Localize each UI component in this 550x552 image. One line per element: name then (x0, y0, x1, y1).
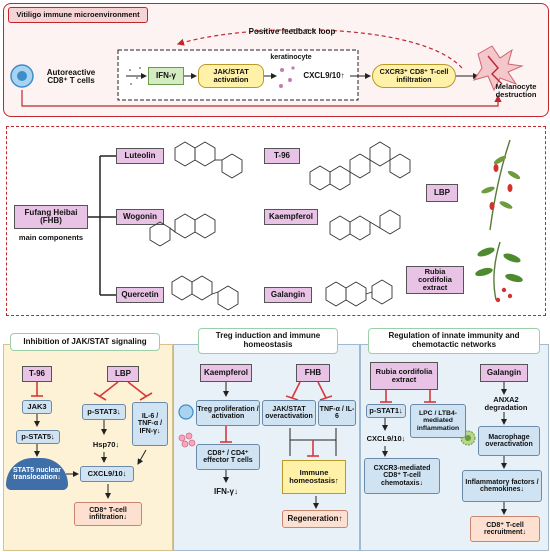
panel1-hsp70: Hsp70↓ (92, 440, 120, 450)
feedback-loop-label: Positive feedback loop (248, 26, 336, 36)
panel2-kaempferol: Kaempferol (200, 364, 252, 382)
panel1-pstat3: p-STAT3↓ (82, 404, 126, 420)
panel3-anxa2: ANXA2 degradation (484, 395, 528, 412)
panel2-treg: Treg proliferation / activation (196, 400, 260, 426)
component-rubia: Rubia cordifolia extract (406, 266, 464, 294)
component-galangin: Galangin (264, 287, 312, 303)
direct-path-arrow (21, 90, 502, 107)
component-lbp: LBP (426, 184, 458, 202)
cd8-cells-label: Autoreactive CD8⁺ T cells (46, 67, 96, 85)
panel3-recruitment: CD8⁺ T-cell recruitment↓ (470, 516, 540, 542)
panel3-cxcl: CXCL9/10↓ (366, 434, 406, 444)
panel1-jak3: JAK3 (22, 400, 52, 414)
chemokine-dots-icon (279, 66, 295, 88)
plant-illustrations (475, 139, 523, 303)
panel1-pstat5: p-STAT5↓ (16, 430, 60, 444)
panel3-rubia: Rubia cordifolia extract (370, 362, 438, 390)
panel2-jakstat: JAK/STAT overactivation (262, 400, 316, 426)
component-luteolin: Luteolin (116, 148, 164, 164)
panel2-tnf: TNF-α / IL-6 (318, 400, 356, 426)
panel3-lpc: LPC / LTB4-mediated inflammation (410, 404, 466, 438)
panel1-il6: IL-6 / TNF-α / IFN-γ↓ (132, 402, 168, 446)
component-kaempferol: Kaempferol (264, 209, 318, 225)
panel2-ifn: IFN-γ↓ (214, 486, 238, 496)
luteolin-structure-icon (174, 141, 243, 179)
molecule-structures (149, 141, 411, 311)
panel3-chemotaxis: CXCR3-mediated CD8⁺ T-cell chemotaxis↓ (364, 458, 440, 494)
panel1-cxcl: CXCL9/10↓ (80, 466, 134, 482)
panel1-cd8-infiltration: CD8⁺ T-cell infiltration↓ (74, 502, 142, 526)
panel2-regeneration: Regeneration↑ (282, 510, 348, 528)
treg-cell-icon (178, 404, 194, 420)
melanocyte-destruction-label: Melanocyte destruction (495, 82, 537, 99)
galangin-structure-icon (325, 279, 393, 307)
panel3-macrophage: Macrophage overactivation (478, 426, 540, 456)
panel2-title: Treg induction and immune homeostasis (198, 328, 338, 354)
goji-berry-icon (481, 139, 521, 231)
panel1-title: Inhibition of JAK/STAT signaling (10, 333, 160, 351)
panel2-homeostasis: Immune homeostasis↑ (282, 460, 346, 494)
fhb-tree-lines (88, 155, 116, 296)
feedback-loop-arrow (176, 29, 463, 69)
component-t96: T-96 (264, 148, 300, 164)
panel1-lbp: LBP (107, 366, 139, 382)
infiltration-box: CXCR3⁺ CD8⁺ T-cell infiltration (372, 64, 456, 88)
rubia-plant-icon (475, 241, 523, 303)
panel3-title: Regulation of innate immunity and chemot… (368, 328, 540, 354)
melanocyte-icon (472, 45, 524, 92)
effector-cells-icon (178, 432, 196, 448)
top-section-title: Vitiligo immune microenvironment (8, 7, 148, 23)
panel3-pstat1: p-STAT1↓ (366, 404, 406, 418)
t96-structure-icon (309, 141, 411, 191)
panel2-effector: CD8⁺ / CD4⁺ effector T cells (196, 444, 260, 470)
cytokine-dots-icon (129, 67, 141, 85)
panel1-stat5-translocation: STAT5 nuclear translocation↓ (6, 458, 68, 490)
panel1-t96: T-96 (22, 366, 52, 382)
middle-section-frame (6, 126, 546, 316)
panel3-inflammatory: Inflammatory factors / chemokines↓ (462, 470, 542, 502)
jakstat-activation-box: JAK/STAT activation (198, 64, 264, 88)
kaempferol-structure-icon (329, 209, 401, 241)
panel3-galangin: Galangin (480, 364, 528, 382)
ifn-gamma-box: IFN-γ (148, 67, 184, 85)
wogonin-structure-icon (149, 213, 216, 247)
component-wogonin: Wogonin (116, 209, 164, 225)
quercetin-structure-icon (171, 275, 239, 311)
panel2-fhb: FHB (296, 364, 330, 382)
cxcl-label: CXCL9/10↑ (303, 70, 345, 80)
component-quercetin: Quercetin (116, 287, 164, 303)
main-components-label: main components (18, 232, 84, 242)
fhb-label-box: Fufang Heibai (FHB) (14, 205, 88, 229)
keratinocyte-label: keratinocyte (270, 54, 312, 62)
